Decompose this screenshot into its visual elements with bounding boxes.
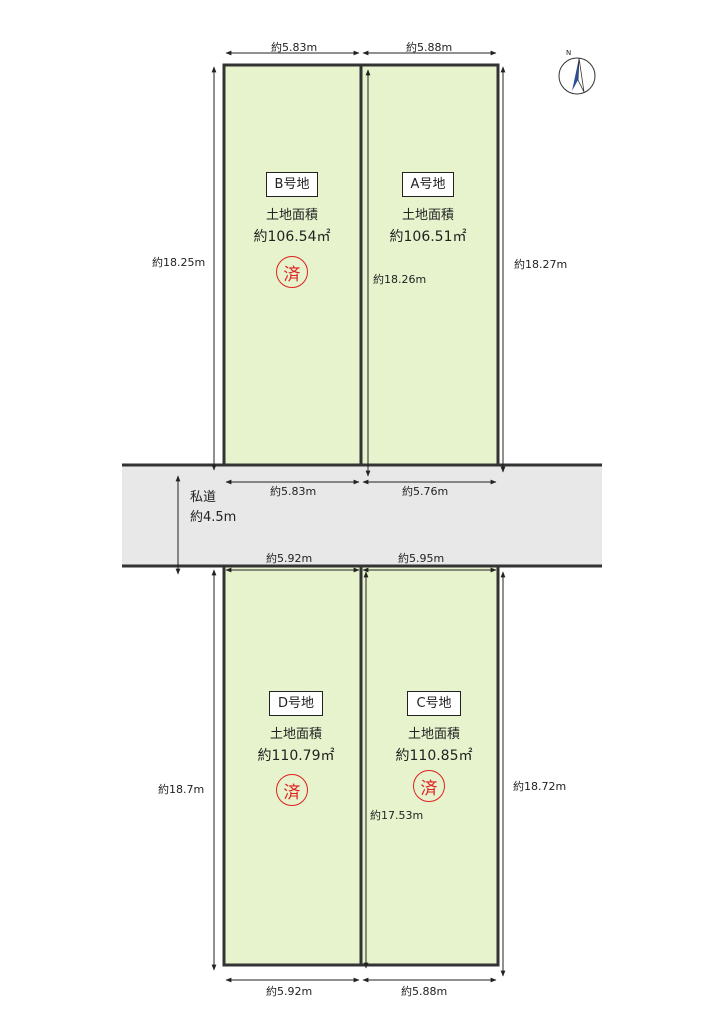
lot-d-area-title: 土地面積 [269, 727, 322, 742]
lot-d-label: D号地 土地面積 約110.79㎡ [236, 691, 356, 763]
dim-a-right: 約18.27m [514, 258, 568, 271]
lot-c-area-title: 土地面積 [407, 727, 460, 742]
lot-d-name: D号地 [268, 691, 323, 716]
road-name: 私道 [190, 490, 217, 505]
lot-d-sold-stamp: 済 [276, 774, 308, 806]
lot-c-name: C号地 [407, 691, 461, 716]
lot-c-sold-stamp: 済 [413, 770, 445, 802]
lot-d-area: 約110.79㎡ [257, 748, 335, 764]
dim-c-top: 約5.95m [398, 552, 445, 565]
compass-icon [558, 57, 596, 95]
lot-a [359, 63, 500, 467]
dim-ab-middle: 約18.26m [373, 273, 427, 286]
dim-b-bottom: 約5.83m [270, 485, 317, 498]
lot-a-area-title: 土地面積 [401, 208, 454, 223]
lot-a-area: 約106.51㎡ [389, 229, 467, 245]
dim-c-bottom: 約5.88m [401, 985, 448, 998]
lot-c-area: 約110.85㎡ [395, 748, 473, 764]
road-width: 約4.5m [190, 509, 237, 525]
lot-d [222, 564, 363, 967]
lot-b-area: 約106.54㎡ [253, 229, 331, 245]
private-road [122, 465, 602, 566]
lot-b-sold-stamp: 済 [276, 256, 308, 288]
lot-a-label: A号地 土地面積 約106.51㎡ [368, 172, 488, 244]
dim-d-bottom: 約5.92m [266, 985, 313, 998]
lot-b-area-title: 土地面積 [265, 208, 318, 223]
lot-b-name: B号地 [265, 172, 319, 197]
dim-b-left: 約18.25m [152, 256, 206, 269]
lot-c-label: C号地 土地面積 約110.85㎡ [374, 691, 494, 763]
road-label: 私道 約4.5m [190, 488, 236, 527]
dim-a-bottom: 約5.76m [402, 485, 449, 498]
dim-dc-middle: 約17.53m [370, 809, 424, 822]
dim-b-top: 約5.83m [271, 41, 318, 54]
dim-d-top: 約5.92m [266, 552, 313, 565]
dim-a-top: 約5.88m [406, 41, 453, 54]
dim-d-left: 約18.7m [158, 783, 205, 796]
dim-c-right: 約18.72m [513, 780, 567, 793]
lot-a-name: A号地 [401, 172, 455, 197]
lot-c [359, 564, 500, 967]
compass-north-label: N [566, 49, 572, 57]
lot-b-label: B号地 土地面積 約106.54㎡ [232, 172, 352, 244]
